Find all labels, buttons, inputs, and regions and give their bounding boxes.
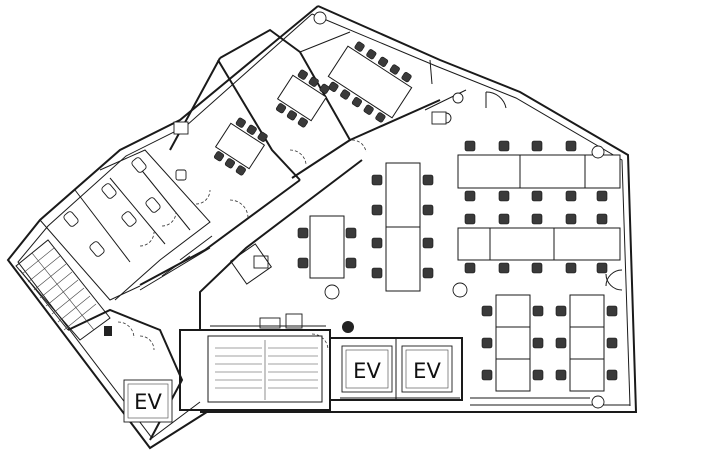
elevator-label: EV (413, 359, 441, 383)
stair-north-west (15, 239, 111, 341)
desk-cluster-center (371, 162, 434, 292)
door-swings (117, 59, 623, 351)
restroom-fixtures (63, 111, 447, 336)
elevator-ev-1: EV (341, 345, 393, 393)
elevator-label: EV (134, 390, 162, 414)
corridor-details (161, 235, 590, 399)
desk-row-middle (457, 213, 621, 274)
desk-row-north (457, 140, 621, 202)
desk-cluster-west (297, 215, 357, 279)
stair-center (215, 340, 318, 400)
elevator-label: EV (353, 359, 381, 383)
meeting-table-large (327, 41, 413, 123)
desk-cluster-south-b (555, 294, 618, 392)
elevator-ev-3: EV (123, 379, 173, 423)
meeting-table-small (213, 117, 268, 176)
interior-partitions (19, 28, 467, 441)
meeting-table-medium (275, 69, 330, 128)
desk-cluster-south-a (481, 294, 544, 392)
elevator-ev-2: EV (401, 345, 453, 393)
